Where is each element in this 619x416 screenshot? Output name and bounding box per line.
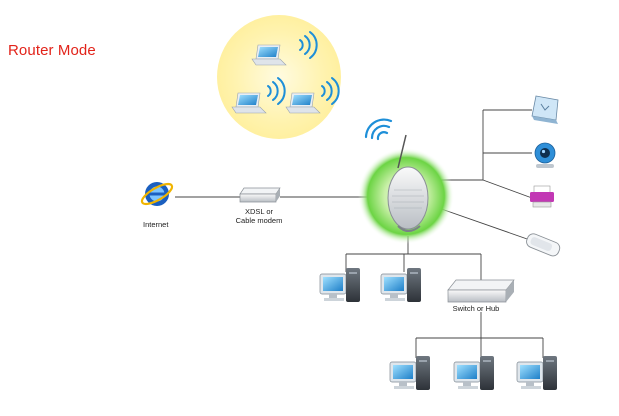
modem-label: XDSL or Cable modem [234,207,284,225]
internet-explorer-icon [139,180,174,207]
switch-hub-icon [448,280,514,302]
webcam-icon [535,143,555,168]
modem-label-line2: Cable modem [234,216,284,225]
desktop-pc-icon [390,356,430,390]
modem-label-line1: XDSL or [234,207,284,216]
usb-storage-icon [532,96,558,124]
wireless-halo [217,15,341,139]
flash-drive-icon [525,232,562,258]
internet-label: Internet [143,220,168,229]
desktop-pc-icon [454,356,494,390]
printer-icon [530,186,554,207]
modem-icon [240,188,280,202]
desktop-pc-icon [320,268,360,302]
connection-lines [175,110,543,358]
switch-label: Switch or Hub [446,304,506,313]
wireless-router-icon [358,120,454,244]
desktop-pc-icon [381,268,421,302]
desktop-pc-icon [517,356,557,390]
line-printer [483,180,532,198]
router-wifi-waves-icon [366,120,391,139]
wireless-clients [217,15,341,139]
